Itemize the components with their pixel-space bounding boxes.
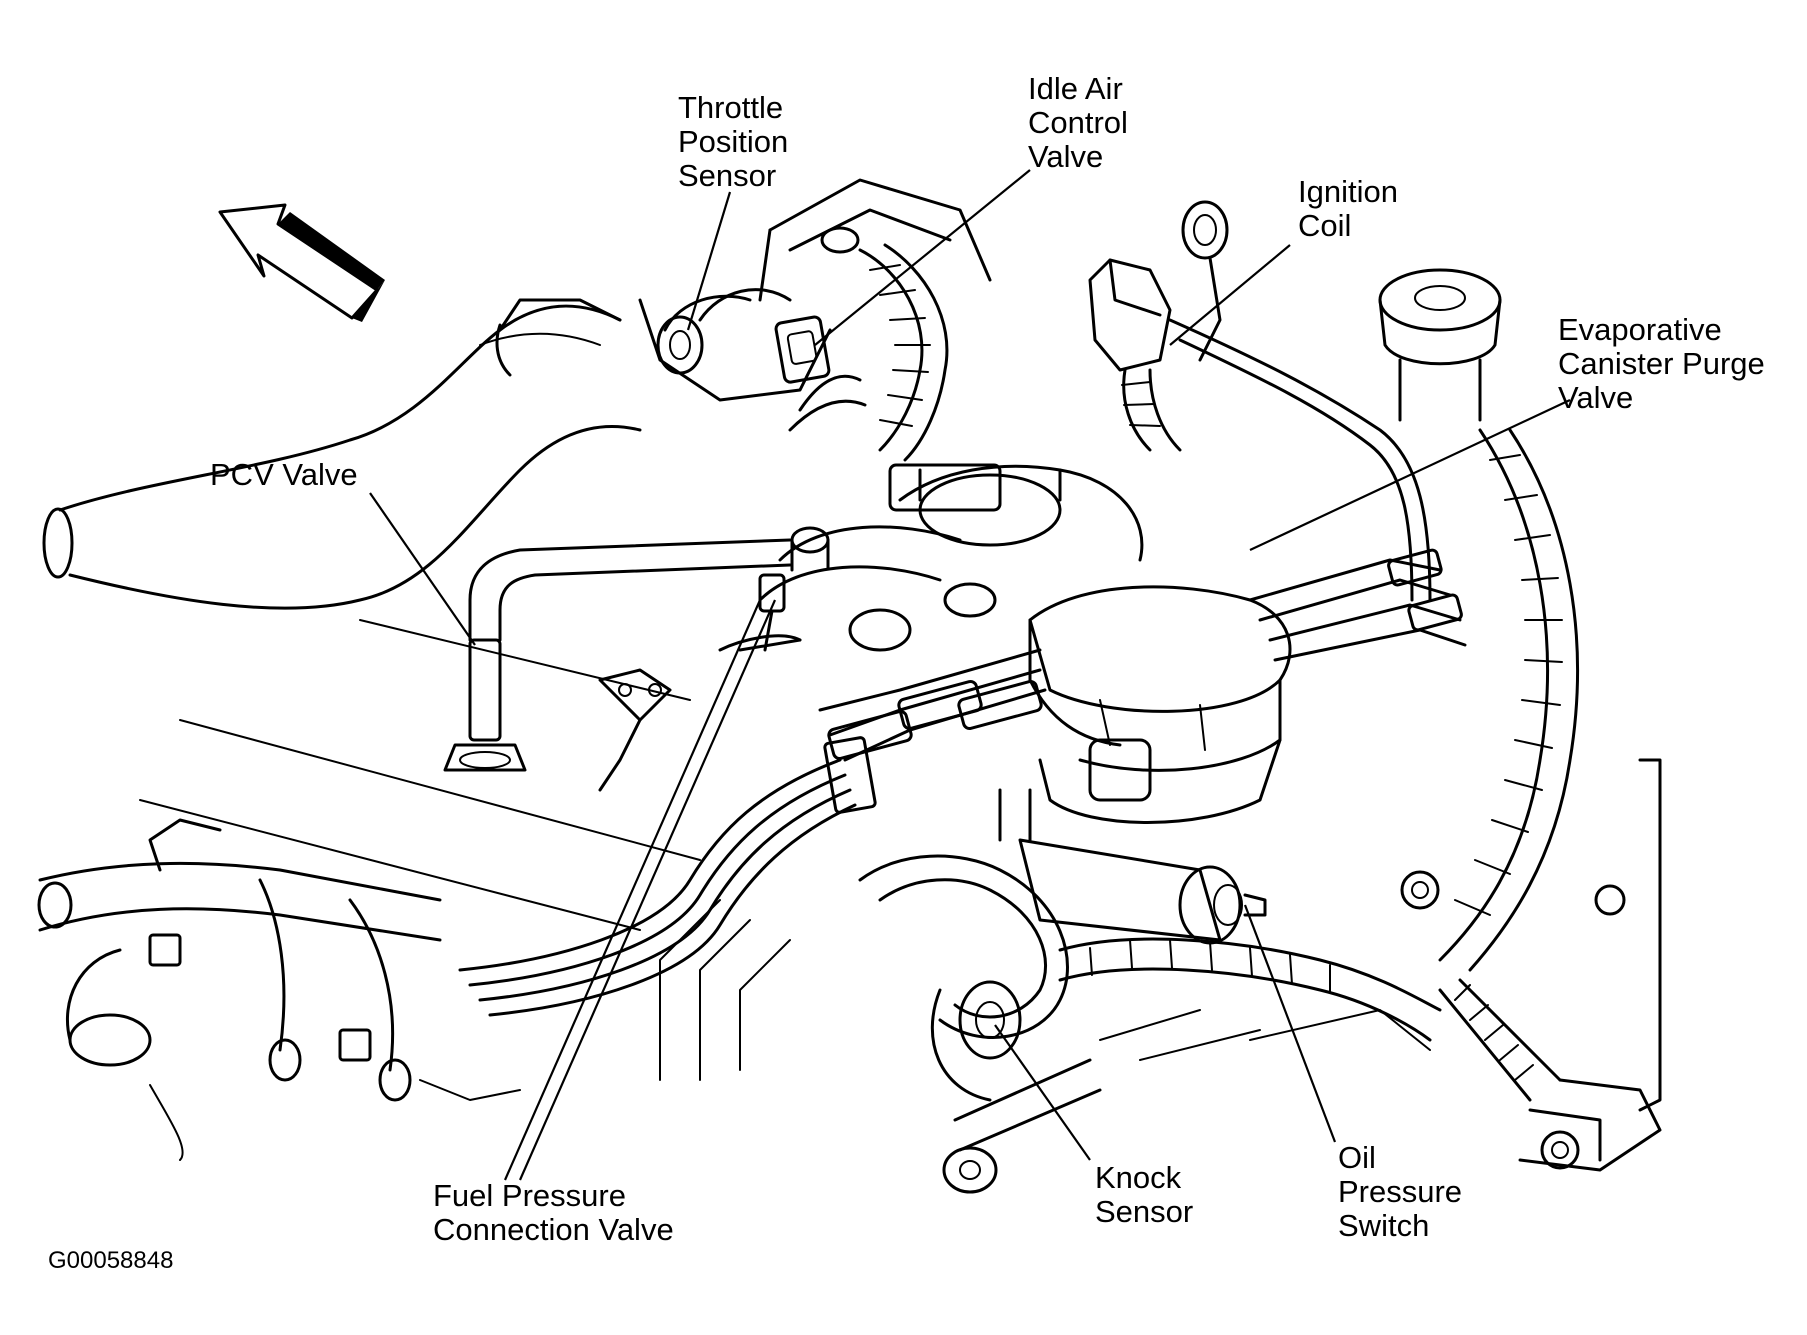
leader-idle-air-control-valve: [814, 169, 1031, 346]
leader-evap-purge-valve: [1249, 399, 1571, 551]
label-line: Sensor: [678, 158, 776, 193]
figure-code: G00058848: [48, 1247, 173, 1274]
label-line: PCV Valve: [210, 457, 358, 492]
coolant-reservoir: [1378, 268, 1502, 422]
wiring-harness-lower: [858, 738, 1442, 1042]
knock-sensor-unit: [930, 980, 1431, 1194]
label-line: Knock: [1095, 1160, 1182, 1195]
distributor-cap: [818, 548, 1467, 824]
label-pcv-valve: PCV Valve: [210, 457, 358, 492]
spark-plug-wire-bundle: [458, 736, 877, 1017]
air-intake-duct: [42, 298, 642, 610]
leader-lines: [369, 169, 1571, 1181]
label-throttle-position-sensor: Throttle Position Sensor: [678, 90, 797, 193]
label-line: Ignition: [1298, 174, 1398, 209]
label-line: Idle Air: [1028, 71, 1123, 106]
label-line: Valve: [1028, 139, 1103, 174]
label-line: Connection Valve: [433, 1212, 674, 1247]
label-fuel-pressure-connection-valve: Fuel Pressure Connection Valve: [433, 1178, 674, 1247]
label-line: Control: [1028, 105, 1128, 140]
leader-fuel-pressure-1: [503, 599, 762, 1181]
label-line: Fuel Pressure: [433, 1178, 626, 1213]
fuel-rail-left: [37, 818, 521, 1161]
front-direction-arrow-icon: [218, 203, 385, 322]
label-line: Pressure: [1338, 1174, 1462, 1209]
evap-purge-line: [1168, 318, 1432, 602]
ignition-coil-assembly: [1088, 200, 1229, 452]
intake-plenum: [758, 463, 1144, 652]
label-line: Valve: [1558, 380, 1633, 415]
leader-pcv-valve: [369, 492, 476, 646]
label-line: Sensor: [1095, 1194, 1193, 1229]
label-line: Canister Purge: [1558, 346, 1765, 381]
label-line: Position: [678, 124, 788, 159]
leader-ignition-coil: [1169, 244, 1291, 346]
label-ignition-coil: Ignition Coil: [1298, 174, 1407, 243]
valve-cover: [139, 619, 791, 1081]
label-line: Evaporative: [1558, 312, 1722, 347]
fuel-pressure-valve: [718, 573, 802, 652]
leader-knock-sensor: [994, 1024, 1091, 1161]
wiring-harness-top: [788, 243, 949, 462]
label-evaporative-canister-purge-valve: Evaporative Canister Purge Valve: [1558, 312, 1773, 415]
label-line: Oil: [1338, 1140, 1376, 1175]
pcv-hose: [443, 526, 830, 772]
throttle-body-assembly: [638, 178, 992, 402]
label-line: Throttle: [678, 90, 783, 125]
leader-fuel-pressure-2: [518, 599, 777, 1181]
wiring-harness-right: [1400, 428, 1662, 1172]
leader-oil-pressure-switch: [1243, 904, 1337, 1143]
label-line: Switch: [1338, 1208, 1429, 1243]
label-line: Coil: [1298, 208, 1351, 243]
label-knock-sensor: Knock Sensor: [1095, 1160, 1193, 1229]
engine-illustration: [37, 178, 1662, 1194]
label-oil-pressure-switch: Oil Pressure Switch: [1338, 1140, 1471, 1243]
leader-throttle-position-sensor: [686, 191, 732, 331]
label-idle-air-control-valve: Idle Air Control Valve: [1028, 71, 1137, 174]
oil-pressure-switch-unit: [1018, 838, 1267, 945]
